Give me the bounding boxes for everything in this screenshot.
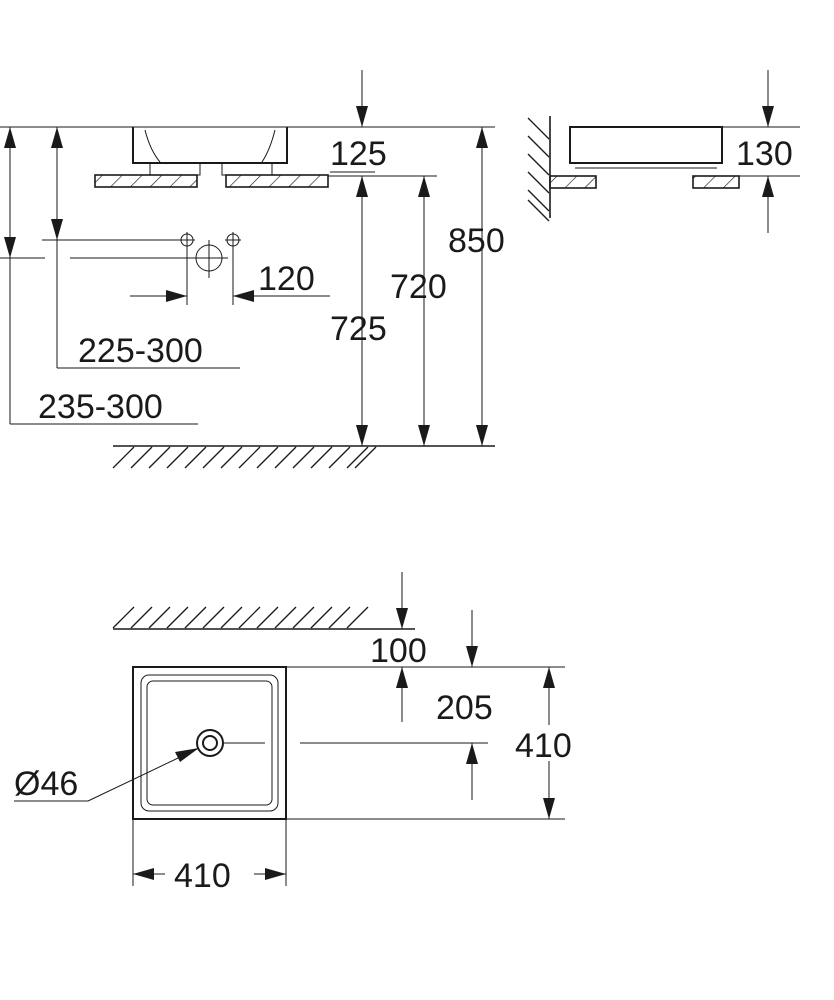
dim-410-width-arrow-left bbox=[133, 868, 154, 880]
dim-410-height-label: 410 bbox=[515, 727, 572, 765]
drain-outer-icon bbox=[196, 729, 224, 757]
dim-100-label: 100 bbox=[370, 632, 427, 670]
dim-720-arrow-top bbox=[418, 176, 430, 197]
dim-410-height-arrow-top bbox=[543, 667, 555, 688]
side-view: 125 725 720 850 bbox=[0, 70, 505, 469]
dim-725-arrow-bottom bbox=[356, 425, 368, 446]
dim-125-label: 125 bbox=[330, 135, 387, 173]
countertop-left bbox=[94, 174, 198, 188]
dim-130-arrow-bottom bbox=[762, 176, 774, 197]
dim-850-arrow-top bbox=[476, 127, 488, 148]
dim-720-arrow-bottom bbox=[418, 425, 430, 446]
dim-205-arrow-bottom bbox=[466, 743, 478, 764]
dim-120-arrow-right bbox=[233, 290, 254, 302]
end-view: 130 bbox=[527, 70, 800, 233]
dim-410-height-label-bg bbox=[515, 725, 583, 761]
dim-225-300-arrow-top bbox=[51, 127, 63, 148]
basin-inner-curve-right bbox=[261, 129, 276, 163]
floor-hatch bbox=[112, 446, 377, 469]
countertop-right bbox=[225, 174, 329, 188]
basin-outline bbox=[132, 666, 287, 820]
drain-body-right bbox=[221, 162, 273, 176]
dim-225-300-label: 225-300 bbox=[78, 332, 203, 370]
dim-drain-arrow bbox=[175, 748, 199, 762]
dim-225-300-arrow-bottom bbox=[51, 219, 63, 240]
dim-205-label: 205 bbox=[436, 689, 493, 727]
dim-100-arrow-top bbox=[396, 608, 408, 629]
basin-inner-curve-left bbox=[144, 129, 161, 163]
wall-hatch bbox=[527, 117, 550, 222]
top-view: 100 205 410 410 Ø46 bbox=[14, 572, 583, 895]
dim-410-width-arrow-right bbox=[265, 868, 286, 880]
dim-drain-label: Ø46 bbox=[14, 765, 78, 803]
dim-130-arrow-top bbox=[762, 106, 774, 127]
dim-120-arrow-left bbox=[166, 290, 187, 302]
dim-850-arrow-bottom bbox=[476, 425, 488, 446]
dim-120-label: 120 bbox=[258, 260, 315, 298]
dim-720-label: 720 bbox=[390, 268, 447, 306]
dim-205-arrow-top bbox=[466, 646, 478, 667]
drain-body bbox=[149, 162, 201, 176]
back-wall-hatch bbox=[112, 606, 369, 629]
dim-235-300-arrow-top bbox=[4, 127, 16, 148]
basin-end-profile bbox=[569, 126, 723, 164]
dim-130-label: 130 bbox=[736, 135, 793, 173]
dim-235-300-arrow-bottom bbox=[4, 237, 16, 258]
dim-410-height-arrow-bottom bbox=[543, 798, 555, 819]
dim-235-300-label: 235-300 bbox=[38, 388, 163, 426]
dim-725-label: 725 bbox=[330, 310, 387, 348]
dim-125-arrow-top bbox=[356, 106, 368, 127]
basin-bowl bbox=[146, 680, 273, 806]
drain-inner-icon bbox=[202, 735, 218, 751]
end-countertop-left bbox=[549, 175, 597, 189]
basin-profile bbox=[132, 127, 288, 164]
dim-725-arrow-top bbox=[356, 176, 368, 197]
dim-410-width-label: 410 bbox=[174, 857, 231, 895]
end-countertop-right bbox=[692, 175, 740, 189]
dim-100-arrow-bottom bbox=[396, 667, 408, 688]
basin-rim bbox=[140, 674, 279, 812]
dim-850-label: 850 bbox=[448, 222, 505, 260]
